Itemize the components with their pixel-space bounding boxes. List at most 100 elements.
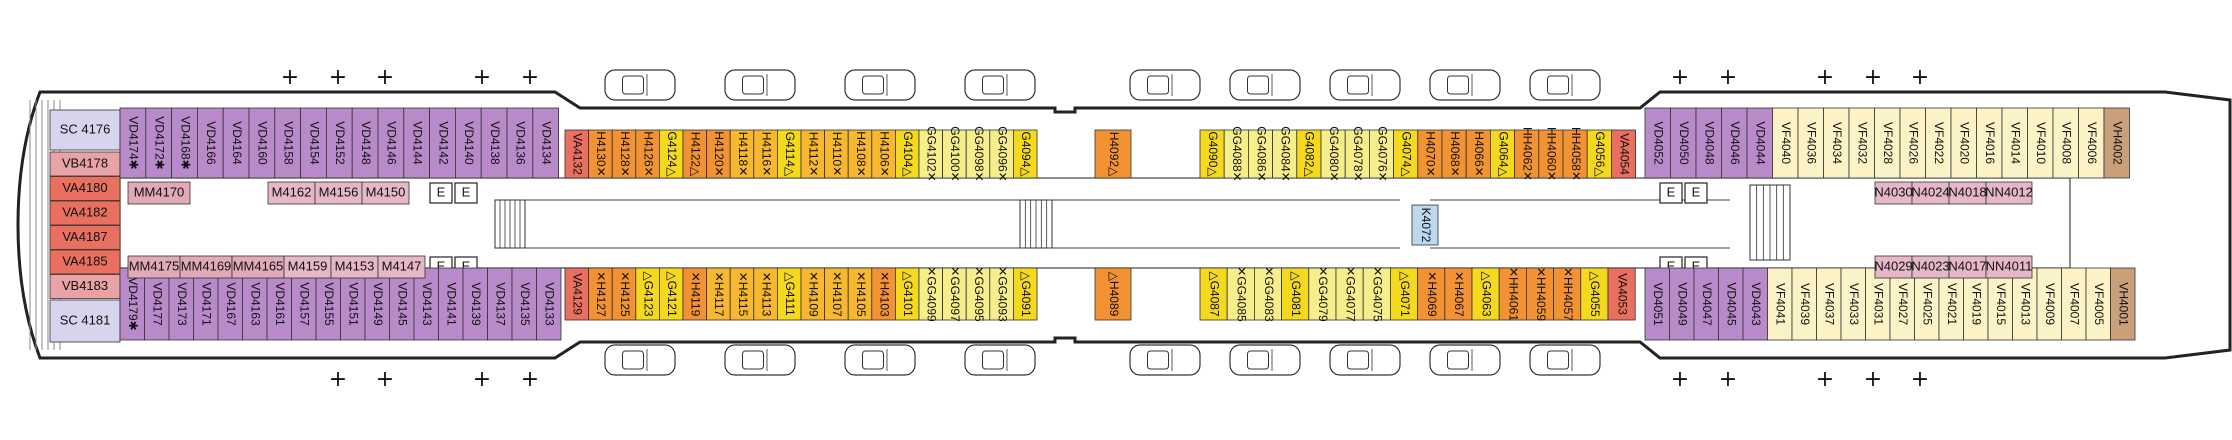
- cabin-VA4129[interactable]: VA4129: [564, 267, 590, 321]
- cabin-HH4058[interactable]: HH4058✕: [1562, 127, 1588, 181]
- cabin-GG4100[interactable]: GG4100✕: [942, 126, 967, 182]
- cabin-VD4173[interactable]: VD4173: [168, 267, 194, 341]
- cabin-VA4054[interactable]: VA4054: [1611, 129, 1637, 179]
- cabin-MM4165[interactable]: MM4165: [231, 255, 285, 279]
- cabin-G4101[interactable]: △G4101: [895, 267, 920, 321]
- cabin-H4069[interactable]: ✕H4069: [1417, 267, 1446, 321]
- cabin-VD4141[interactable]: VD4141: [438, 267, 464, 341]
- cabin-M4162[interactable]: M4162: [267, 181, 316, 205]
- cabin-H4115[interactable]: ✕H4115: [729, 267, 755, 321]
- cabin-VD4154[interactable]: VD4154: [300, 107, 327, 179]
- cabin-VF4019[interactable]: VF4019: [1963, 267, 1989, 341]
- cabin-VF4007[interactable]: VF4007: [2061, 267, 2087, 341]
- cabin-NN4012[interactable]: NN4012: [1985, 181, 2033, 205]
- cabin-M4153[interactable]: M4153: [330, 255, 379, 279]
- cabin-MM4169[interactable]: MM4169: [179, 255, 233, 279]
- cabin-G4063[interactable]: △G4063: [1471, 267, 1500, 321]
- cabin-VD4177[interactable]: VD4177: [144, 267, 170, 341]
- cabin-GG4075[interactable]: ✕GG4075: [1362, 266, 1391, 322]
- cabin-VF4010[interactable]: VF4010: [2027, 107, 2054, 179]
- cabin-GG4078[interactable]: GG4078✕: [1344, 126, 1370, 182]
- cabin-M4156[interactable]: M4156: [314, 181, 363, 205]
- cabin-H4128[interactable]: H4128✕: [611, 129, 637, 179]
- cabin-HH4060[interactable]: HH4060✕: [1538, 127, 1564, 181]
- cabin-HH4061[interactable]: ✕HH4061: [1498, 267, 1527, 321]
- cabin-GG4084[interactable]: GG4084✕: [1272, 126, 1298, 182]
- cabin-VF4033[interactable]: VF4033: [1840, 267, 1866, 341]
- cabin-H4103[interactable]: ✕H4103: [871, 267, 896, 321]
- cabin-GG4097[interactable]: ✕GG4097: [942, 266, 967, 322]
- cabin-VD4171[interactable]: VD4171: [193, 267, 219, 341]
- cabin-VA4053[interactable]: VA4053: [1607, 267, 1636, 321]
- cabin-VD4138[interactable]: VD4138: [480, 107, 508, 179]
- cabin-[interactable]: H4092△: [1094, 129, 1132, 179]
- cabin-H4118[interactable]: H4118✕: [729, 129, 755, 179]
- cabin-VD4133[interactable]: VD4133: [536, 267, 562, 341]
- cabin-VD4136[interactable]: VD4136: [506, 107, 534, 179]
- cabin-H4105[interactable]: ✕H4105: [847, 267, 873, 321]
- cabin-GG4095[interactable]: ✕GG4095: [965, 266, 991, 322]
- cabin-GG4099[interactable]: ✕GG4099: [918, 266, 944, 322]
- cabin-GG4079[interactable]: ✕GG4079: [1308, 266, 1337, 322]
- cabin-G4074[interactable]: G4074△: [1393, 129, 1419, 179]
- cabin-N4029[interactable]: N4029: [1874, 255, 1913, 279]
- cabin-H4112[interactable]: H4112✕: [800, 129, 826, 179]
- cabin-MM4170[interactable]: MM4170: [127, 181, 191, 205]
- cabin-GG4088[interactable]: GG4088✕: [1223, 126, 1249, 182]
- cabin-M4147[interactable]: M4147: [377, 255, 426, 279]
- cabin-VD4166[interactable]: VD4166: [196, 107, 224, 179]
- cabin-GG4096[interactable]: GG4096✕: [989, 126, 1014, 182]
- cabin-G4111[interactable]: △G4111: [777, 267, 802, 321]
- cabin-H4113[interactable]: ✕H4113: [753, 267, 778, 321]
- cabin-VB4183[interactable]: VB4183: [49, 274, 121, 299]
- cabin-VF4034[interactable]: VF4034: [1823, 107, 1850, 179]
- cabin-VD4052[interactable]: VD4052: [1644, 107, 1671, 179]
- cabin-VD4158[interactable]: VD4158: [274, 107, 301, 179]
- cabin-H4116[interactable]: H4116✕: [753, 129, 778, 179]
- cabin-VD4168[interactable]: VD4168✱: [171, 107, 198, 179]
- cabin-[interactable]: △H4089: [1094, 267, 1132, 321]
- cabin-H4119[interactable]: ✕H4119: [682, 267, 708, 321]
- cabin-VA4187[interactable]: VA4187: [49, 225, 121, 250]
- cabin-VD4137[interactable]: VD4137: [487, 267, 513, 341]
- cabin-H4109[interactable]: ✕H4109: [800, 267, 826, 321]
- cabin-H4070[interactable]: H4070✕: [1417, 129, 1443, 179]
- cabin-SC 4176[interactable]: SC 4176: [49, 109, 121, 151]
- cabin-G4114[interactable]: G4114△: [777, 129, 802, 179]
- cabin-H4120[interactable]: H4120✕: [706, 129, 731, 179]
- cabin-VF4014[interactable]: VF4014: [2001, 107, 2028, 179]
- cabin-VF4016[interactable]: VF4016: [1976, 107, 2003, 179]
- cabin-NN4011[interactable]: NN4011: [1985, 255, 2033, 279]
- cabin-G4094[interactable]: G4094△: [1013, 129, 1038, 179]
- cabin-VD4050[interactable]: VD4050: [1670, 107, 1697, 179]
- cabin-H4125[interactable]: ✕H4125: [611, 267, 637, 321]
- cabin-VD4142[interactable]: VD4142: [429, 107, 456, 179]
- cabin-G4104[interactable]: G4104△: [895, 129, 920, 179]
- cabin-G4091[interactable]: △G4091: [1013, 267, 1038, 321]
- cabin-G4121[interactable]: △G4121: [659, 267, 684, 321]
- cabin-HH4057[interactable]: ✕HH4057: [1553, 267, 1582, 321]
- cabin-VD4172[interactable]: VD4172✱: [145, 107, 173, 179]
- cabin-VF4040[interactable]: VF4040: [1772, 107, 1799, 179]
- cabin-G4081[interactable]: △G4081: [1281, 267, 1310, 321]
- cabin-VD4161[interactable]: VD4161: [266, 267, 292, 341]
- cabin-VD4051[interactable]: VD4051: [1644, 267, 1670, 341]
- cabin-HH4062[interactable]: HH4062✕: [1514, 127, 1540, 181]
- cabin-MM4175[interactable]: MM4175: [127, 255, 181, 279]
- cabin-VD4146[interactable]: VD4146: [377, 107, 405, 179]
- cabin-VF4031[interactable]: VF4031: [1865, 267, 1891, 341]
- cabin-VD4140[interactable]: VD4140: [454, 107, 482, 179]
- cabin-VD4046[interactable]: VD4046: [1721, 107, 1748, 179]
- cabin-VF4037[interactable]: VF4037: [1816, 267, 1842, 341]
- cabin-VF4013[interactable]: VF4013: [2012, 267, 2038, 341]
- cabin-VD4044[interactable]: VD4044: [1746, 107, 1773, 179]
- cabin-VF4015[interactable]: VF4015: [1987, 267, 2013, 341]
- cabin-M4150[interactable]: M4150: [361, 181, 410, 205]
- cabin-GG4086[interactable]: GG4086✕: [1248, 126, 1274, 182]
- cabin-VD4144[interactable]: VD4144: [403, 107, 430, 179]
- cabin-H4067[interactable]: ✕H4067: [1444, 267, 1473, 321]
- cabin-VF4041[interactable]: VF4041: [1767, 267, 1793, 341]
- cabin-VD4174[interactable]: VD4174✱: [119, 107, 147, 179]
- cabin-H4126[interactable]: H4126✕: [635, 129, 660, 179]
- cabin-VD4155[interactable]: VD4155: [315, 267, 341, 341]
